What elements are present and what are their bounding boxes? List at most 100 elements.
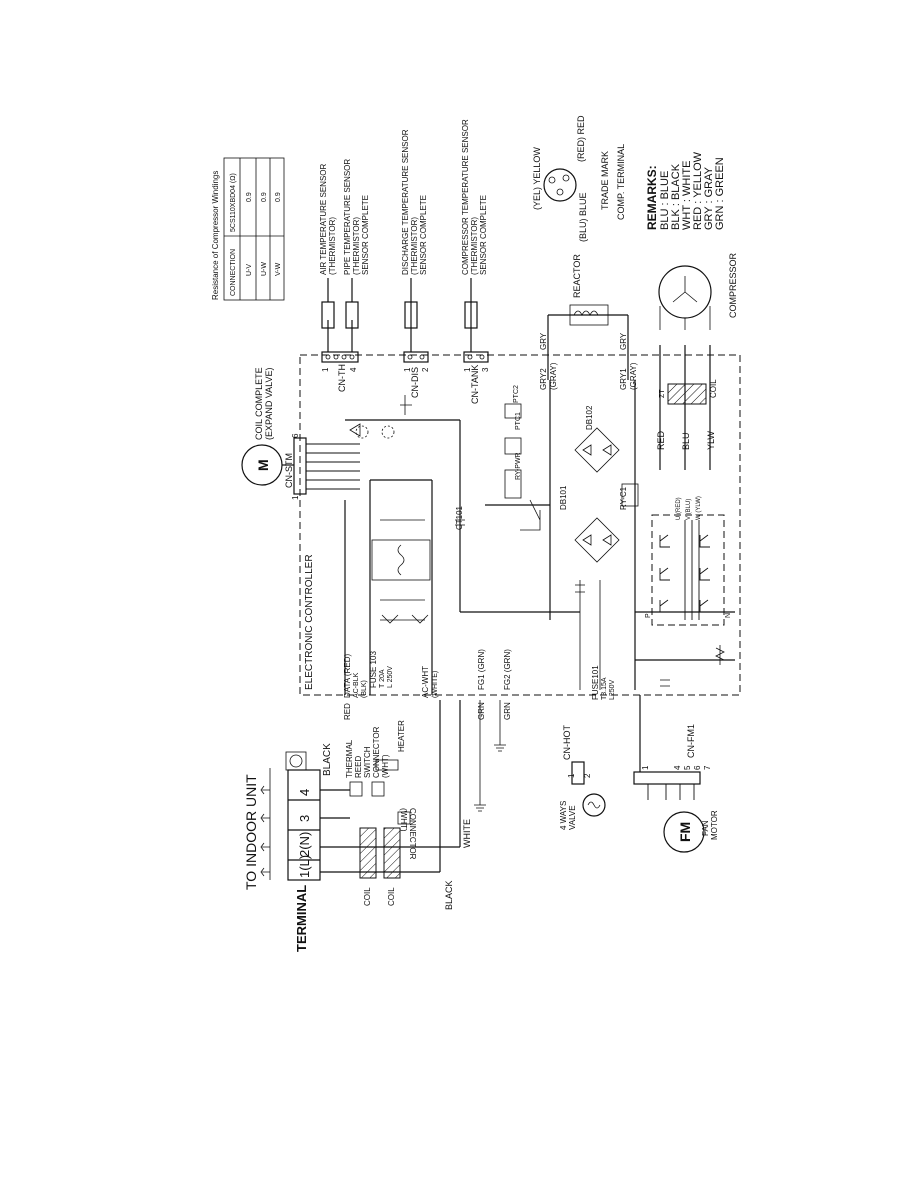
cn-tank-pin1: 1 <box>463 367 472 372</box>
black-wire-label: BLACK <box>444 880 454 910</box>
table-row-2-conn: U-W <box>261 262 268 276</box>
fg2-label: FG2 (GRN) <box>503 649 512 690</box>
n-label: N <box>725 613 732 618</box>
ac-blk-label: AC-BLK <box>353 672 360 698</box>
dis-sensor-sub: (THERMISTOR) <box>410 217 419 275</box>
pipe-sensor-label: PIPE TEMPERATURE SENSOR <box>343 159 352 275</box>
heater-label: HEATER <box>397 720 406 752</box>
ac-blk-sub: (BLK) <box>361 680 368 698</box>
gray2-label: (GRAY) <box>549 362 558 390</box>
cn-dis-label: CN-DIS <box>410 367 420 398</box>
thermal-label: THERMAL <box>345 739 354 778</box>
fm-pin4: 4 <box>673 765 682 770</box>
table-row-2-val: 0.9 <box>261 192 268 202</box>
table-row-3-val: 0.9 <box>275 192 282 202</box>
fuse103-voltage: L 250V <box>387 666 394 688</box>
cn-stm-label: CN-STM <box>284 453 294 488</box>
fuse103-label: FUSE 103 <box>369 651 378 688</box>
remarks-line-5: GRY : GRAY <box>703 166 715 230</box>
fm-pin1: 1 <box>641 765 650 770</box>
comp-sensor-sub: (THERMISTOR) <box>470 217 479 275</box>
gry2-label: GRY2 <box>539 368 548 390</box>
u-red-label: U (RED) <box>676 497 682 520</box>
ac-wht-sub: (WHITE) <box>432 671 439 698</box>
w-ylw-label: W (YLW) <box>696 496 702 520</box>
controller-title: ELECTRONIC CONTROLLER <box>304 554 315 690</box>
cn-tank-label: CN-TANK <box>470 365 480 404</box>
connector2-label: CONNECTOR <box>372 726 381 778</box>
compressor-label: COMPRESSOR <box>728 252 738 318</box>
remarks-line-1: BLU : BLUE <box>659 171 671 230</box>
air-sensor-label: AIR TEMPERATURE SENSOR <box>319 164 328 276</box>
ry-pwr-label: RY-PWR <box>515 452 522 480</box>
connector2-sub: (WHT) <box>381 754 390 778</box>
expand-valve-label: (EXPAND VALVE) <box>264 367 274 440</box>
p-label: P <box>645 613 652 618</box>
dis-sensor-label: DISCHARGE TEMPERATURE SENSOR <box>401 129 410 275</box>
ylw-comp-label: YLW <box>706 431 716 450</box>
valve-label-2: VALVE <box>568 805 577 830</box>
table-row-1-conn: U-V <box>246 264 253 276</box>
db101-label: DB101 <box>559 485 568 510</box>
left-wiring: COIL COIL BLACK WHITE THERMAL REED SWITC… <box>320 700 506 910</box>
table-row-1-val: 0.9 <box>246 192 253 202</box>
comp-terminal-diagram: (YEL) YELLOW (RED) RED (BLU) BLUE TRADE … <box>532 115 626 242</box>
ptc1-label: PTC1 <box>515 412 522 430</box>
white-wire-label: WHITE <box>462 819 472 848</box>
stepper-m: M <box>255 459 271 471</box>
cn-dis-pin1: 1 <box>403 367 412 372</box>
reactor-label: REACTOR <box>572 254 582 298</box>
cn-dis-pin2: 2 <box>421 367 430 372</box>
cn-fm1-label: CN-FM1 <box>686 724 696 758</box>
pipe-sensor-sub: (THERMISTOR) <box>352 217 361 275</box>
pipe-sensor-complete: SENSOR COMPLETE <box>361 195 370 275</box>
cn-hot-pin2: 2 <box>583 773 592 778</box>
connector-wht-sub: (WHT) <box>399 808 408 832</box>
black-label-top: BLACK <box>322 743 333 776</box>
v-blu-label: V (BLU) <box>686 499 692 520</box>
comp-blue: (BLU) BLUE <box>578 192 588 242</box>
terminal-cell-2: 2(N) <box>297 832 312 857</box>
remarks-line-4: RED : YELLOW <box>692 151 704 230</box>
remarks-line-3: WHT : WHITE <box>681 161 693 230</box>
reactor-section: REACTOR GRY GRY2 (GRAY) GRY GRY1 (GRAY) <box>539 254 638 390</box>
controller-labels: RED DATA (RED) AC-BLK (BLK) FUSE 103 T 2… <box>343 385 732 720</box>
motor-label: MOTOR <box>710 810 719 840</box>
air-sensor-sub: (THERMISTOR) <box>328 217 337 275</box>
gry1-label: GRY1 <box>619 368 628 390</box>
data-red-label: DATA (RED) <box>343 654 352 698</box>
table-title: Resistance of Compressor Windings <box>211 171 220 300</box>
comp-sensor-complete: SENSOR COMPLETE <box>479 195 488 275</box>
comp-yellow: (YEL) YELLOW <box>532 147 542 210</box>
ry-c1-label: RY-C1 <box>619 486 628 510</box>
remarks-title: REMARKS: <box>645 165 659 230</box>
valve-label-1: 4 WAYS <box>559 801 568 830</box>
coil-label-2: COIL <box>387 887 396 906</box>
cn-th-pin4: 4 <box>349 367 358 372</box>
ptc2-label: PTC2 <box>513 385 520 403</box>
fm-pin6: 6 <box>693 765 702 770</box>
terminal-label: TERMINAL <box>294 885 309 952</box>
fm-pin7: 7 <box>703 765 712 770</box>
dis-sensor-complete: SENSOR COMPLETE <box>419 195 428 275</box>
fuse103-rating: T 20A <box>379 669 386 688</box>
remarks-line-2: BLK : BLACK <box>670 163 682 230</box>
controller-circuit <box>344 380 735 695</box>
table-header-model: 5CS110XBD04 (Ω) <box>230 173 237 232</box>
cn-stm-pin1: 1 <box>291 495 300 500</box>
gray1-label: (GRAY) <box>629 362 638 390</box>
comp-sensor-label: COMPRESSOR TEMPERATURE SENSOR <box>461 119 470 275</box>
terminal-cell-3: 3 <box>297 815 312 822</box>
table-row-3-conn: V-W <box>275 262 282 276</box>
grn1-label: GRN <box>477 702 486 720</box>
ac-wht-label: AC-WHT <box>421 666 430 698</box>
stepper-motor: M COIL COMPLETE (EXPAND VALVE) CN-STM 1 … <box>241 367 360 500</box>
bottom-section: CN-HOT 1 2 4 WAYS VALVE CN-FM1 1 4 5 6 7… <box>559 695 719 853</box>
red-label: RED <box>343 703 352 720</box>
red-comp-label: RED <box>656 430 666 450</box>
cn-tank-pin3: 3 <box>481 367 490 372</box>
sensor-connectors: CN-TH 1 4 CN-DIS 1 2 CN-TANK 1 3 AIR TEM… <box>319 119 490 404</box>
fan-label: FAN <box>701 820 710 836</box>
resistance-table: Resistance of Compressor Windings CONNEC… <box>211 157 285 301</box>
